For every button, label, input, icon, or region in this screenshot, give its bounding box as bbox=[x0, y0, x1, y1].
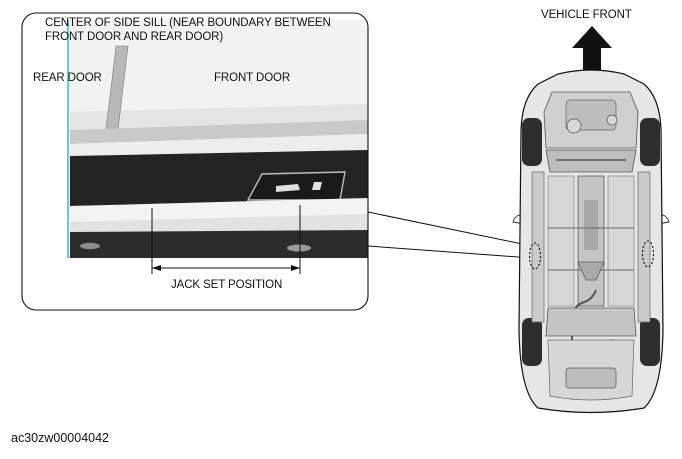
front-door-label: FRONT DOOR bbox=[214, 72, 291, 84]
car-underbody bbox=[512, 69, 670, 414]
jack-point-right bbox=[641, 240, 655, 268]
jack-set-position-marker bbox=[151, 205, 301, 274]
side-sill-label-line1: CENTER OF SIDE SILL (NEAR BOUNDARY BETWE… bbox=[45, 17, 331, 29]
callout-frame bbox=[21, 12, 369, 311]
vehicle-front-label: VEHICLE FRONT bbox=[541, 9, 632, 21]
side-sill-label-line2: FRONT DOOR AND REAR DOOR) bbox=[45, 31, 224, 43]
jack-point-left bbox=[528, 242, 542, 270]
leader-lines bbox=[367, 211, 533, 259]
rear-door-label: REAR DOOR bbox=[33, 72, 102, 84]
callout-panel bbox=[22, 13, 368, 310]
arrow-up-icon bbox=[572, 26, 612, 72]
figure-code: ac30zw00004042 bbox=[11, 431, 109, 445]
jack-set-position-label: JACK SET POSITION bbox=[171, 279, 283, 291]
